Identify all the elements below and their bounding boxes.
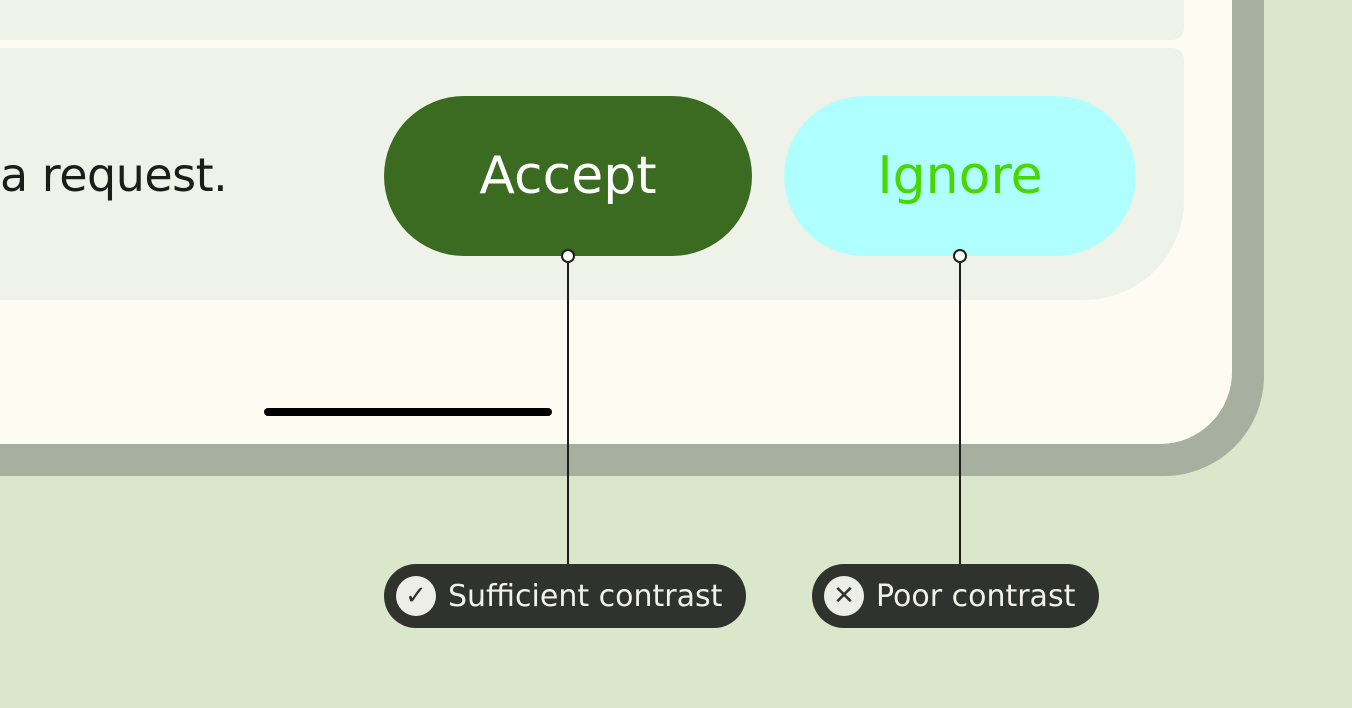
- callout-line-ignore: [959, 256, 961, 564]
- check-icon: ✓: [396, 576, 436, 616]
- poor-contrast-label: ✕ Poor contrast: [812, 564, 1100, 628]
- close-icon: ✕: [824, 576, 864, 616]
- accept-button[interactable]: Accept: [384, 96, 752, 256]
- callout-dot-accept: [561, 249, 575, 263]
- sufficient-contrast-label: ✓ Sufficient contrast: [384, 564, 747, 628]
- request-message: a request.: [0, 148, 228, 202]
- gesture-handle[interactable]: [264, 408, 552, 416]
- card-top: [0, 0, 1184, 40]
- ignore-button[interactable]: Ignore: [784, 96, 1136, 256]
- callout-line-accept: [567, 256, 569, 564]
- sufficient-contrast-text: Sufficient contrast: [448, 578, 723, 614]
- callout-dot-ignore: [953, 249, 967, 263]
- poor-contrast-text: Poor contrast: [876, 578, 1076, 614]
